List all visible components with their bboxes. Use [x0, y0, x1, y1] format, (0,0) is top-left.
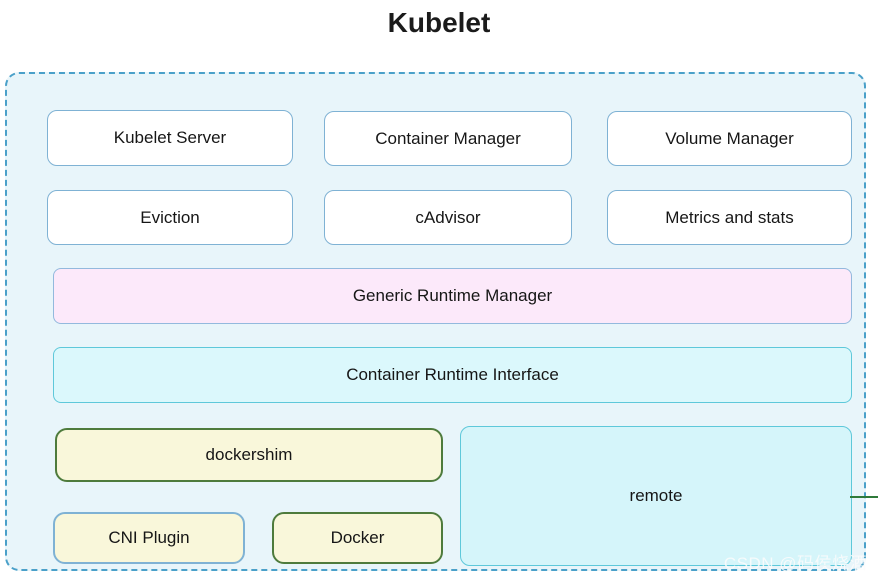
box-container-manager-label: Container Manager	[375, 128, 521, 148]
kubelet-container: Kubelet Server Container Manager Volume …	[5, 72, 866, 571]
box-volume-manager: Volume Manager	[607, 111, 852, 166]
diagram-title: Kubelet	[387, 7, 491, 38]
cni-plugin-label: CNI Plugin	[108, 528, 190, 547]
box-volume-manager-label: Volume Manager	[665, 128, 794, 148]
box-kubelet-server-label: Kubelet Server	[113, 128, 227, 147]
box-cadvisor: cAdvisor	[324, 190, 572, 245]
generic-runtime-manager-label: Generic Runtime Manager	[352, 286, 553, 305]
container-runtime-interface-box: Container Runtime Interface	[53, 347, 852, 403]
box-container-manager: Container Manager	[324, 111, 572, 166]
watermark: CSDN @码侯烧酒	[723, 554, 867, 573]
cni-plugin-box: CNI Plugin	[53, 512, 245, 564]
docker-box: Docker	[272, 512, 443, 564]
remote-label: remote	[629, 486, 683, 505]
box-eviction-label: Eviction	[140, 207, 200, 227]
box-kubelet-server: Kubelet Server	[47, 110, 293, 166]
dockershim-box: dockershim	[55, 428, 443, 482]
generic-runtime-manager-box: Generic Runtime Manager	[53, 268, 852, 324]
remote-box: remote	[460, 426, 852, 566]
box-metrics-and-stats: Metrics and stats	[607, 190, 852, 245]
dockershim-label: dockershim	[205, 445, 293, 464]
box-cadvisor-label: cAdvisor	[415, 207, 481, 227]
box-metrics-and-stats-label: Metrics and stats	[665, 207, 794, 227]
container-runtime-interface-label: Container Runtime Interface	[346, 365, 559, 384]
box-eviction: Eviction	[47, 190, 293, 245]
remote-connector-line	[850, 496, 878, 498]
docker-label: Docker	[330, 528, 385, 547]
